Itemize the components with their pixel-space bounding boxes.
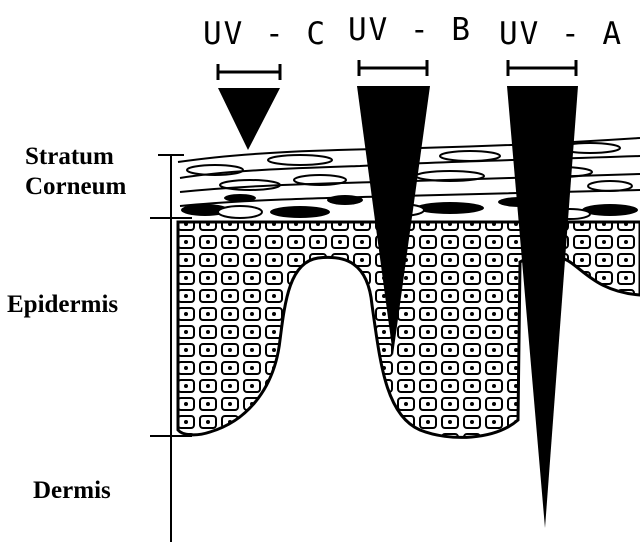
uv-c-bracket [218,64,280,80]
uv-a-label: UV - A [499,16,623,52]
uv-c-label: UV - C [203,16,327,52]
uv-b-label: UV - B [348,12,472,48]
dermis-label: Dermis [33,477,111,504]
stratum-corneum-label-line2: Corneum [25,173,127,200]
uv-a-bracket [508,60,576,76]
stratum-corneum-label-line1: Stratum [25,143,114,170]
epidermis-layer [178,222,640,452]
uv-b-bracket [359,60,427,76]
uv-c-penetration-wedge [218,88,280,150]
epidermis-label: Epidermis [7,291,118,318]
